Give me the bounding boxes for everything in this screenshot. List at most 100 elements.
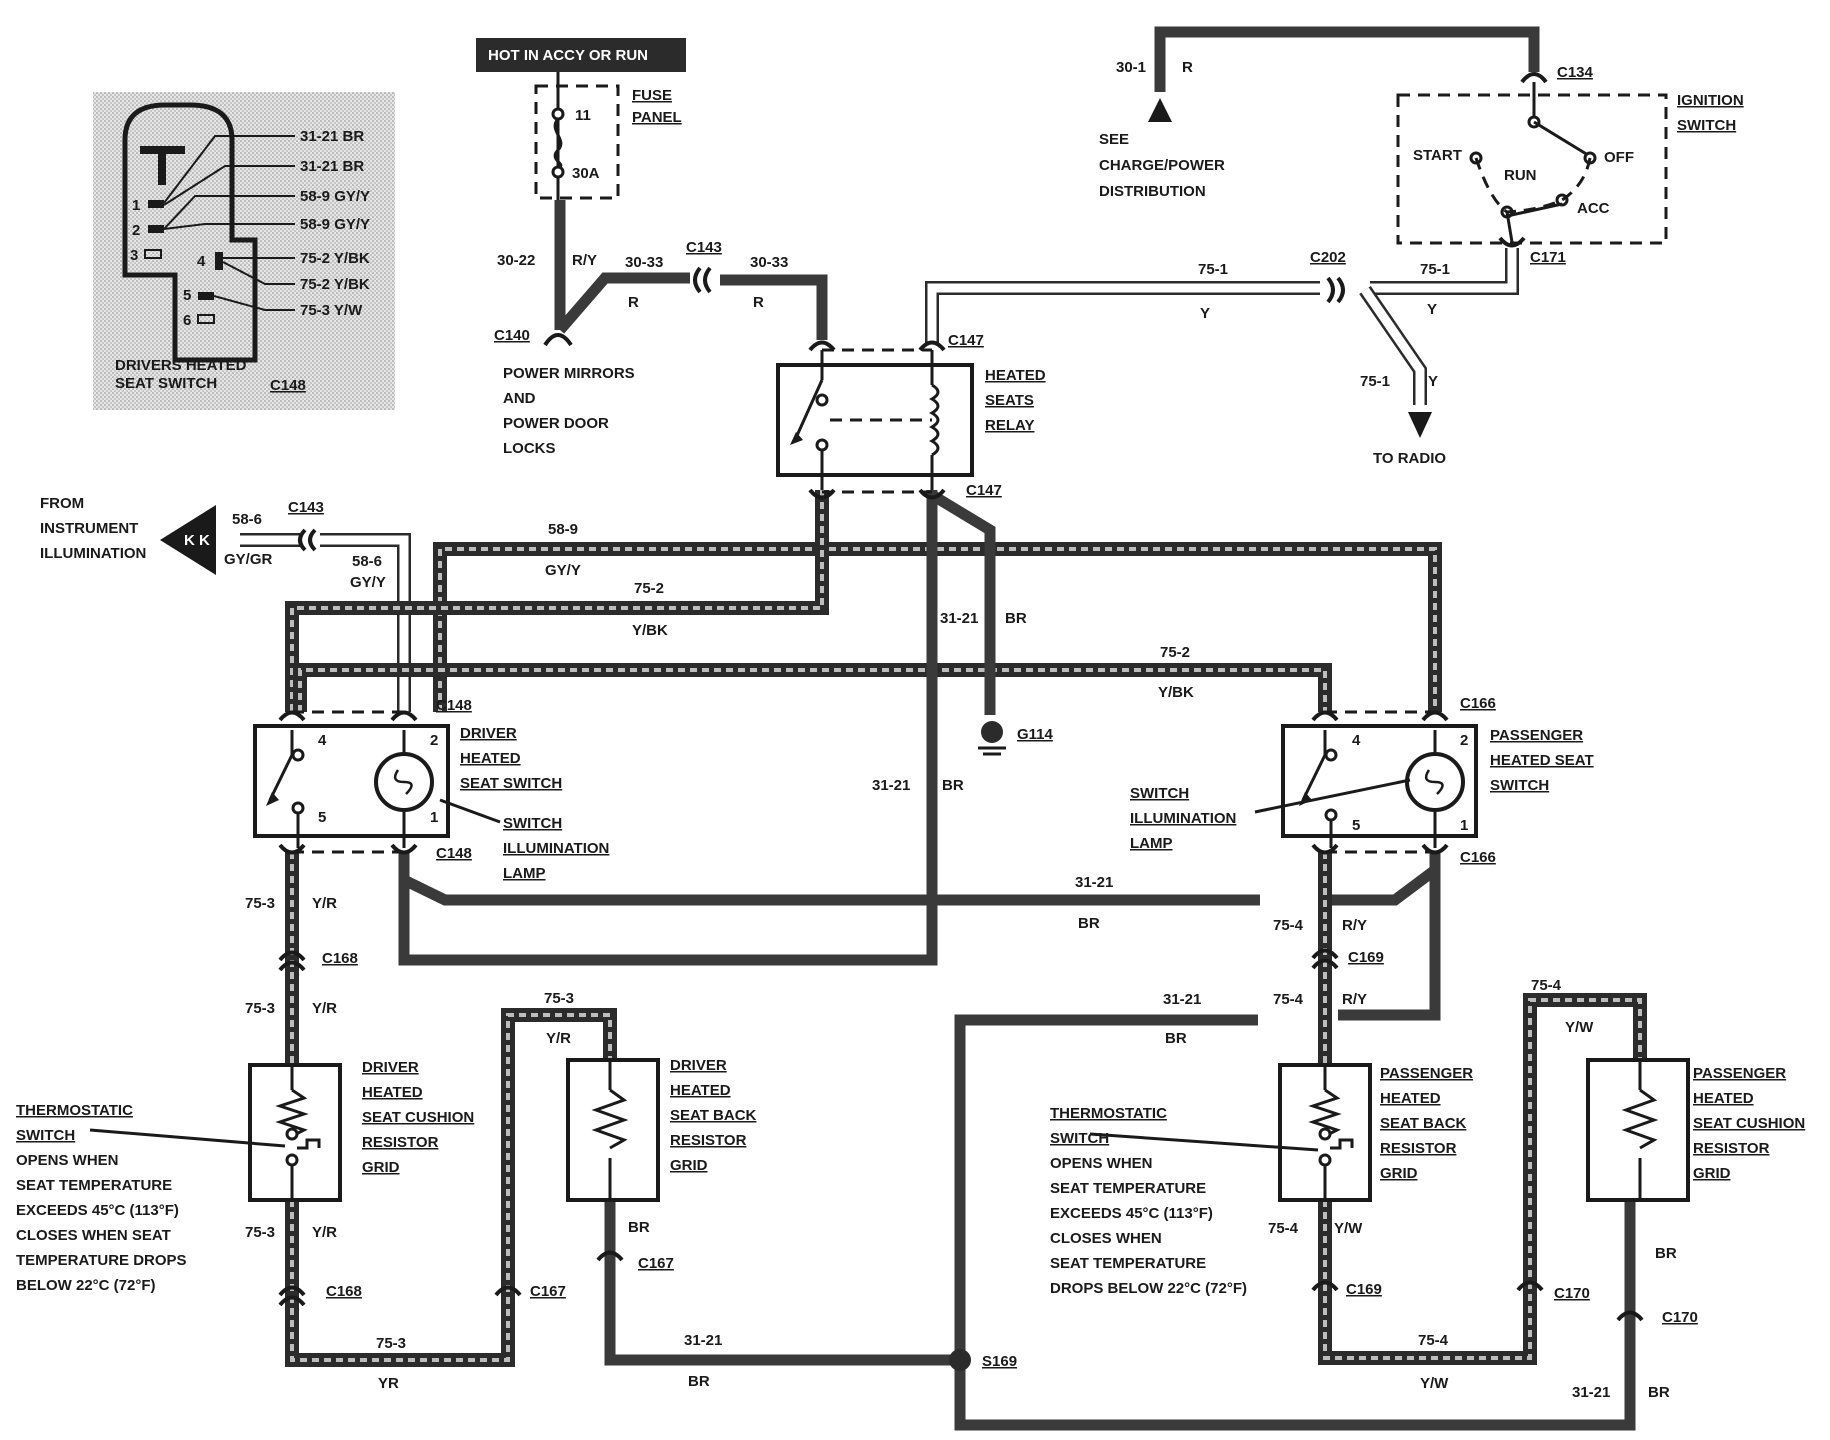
driver-switch-label-1: DRIVER — [460, 725, 517, 742]
passenger-back-label-4: RESISTOR — [1380, 1140, 1457, 1157]
splice-s169: S169 — [949, 1349, 1017, 1371]
inset-pin-4: 4 — [197, 253, 206, 270]
label-75-3-c: 75-3 — [245, 1224, 275, 1241]
label-75-1-a: 75-1 — [1198, 261, 1228, 278]
label-c168-b: C168 — [326, 1283, 362, 1300]
relay-connector-bottom: C147 — [966, 482, 1002, 499]
thermo-right-3: OPENS WHEN — [1050, 1155, 1153, 1172]
label-br-a: BR — [1005, 610, 1027, 627]
instrument-circuit: 58-6 — [232, 511, 262, 528]
label-r-b: R — [753, 294, 764, 311]
instrument-illumination-reference: K K FROM INSTRUMENT ILLUMINATION 58-6 GY… — [40, 495, 324, 575]
thermo-right-8: DROPS BELOW 22°C (72°F) — [1050, 1280, 1247, 1297]
ignition-label-2: SWITCH — [1677, 117, 1736, 134]
charge-circuit: 30-1 — [1116, 59, 1146, 76]
ignition-switch: START RUN OFF ACC IGNITION SWITCH C134 C… — [1396, 64, 1744, 266]
label-br-d: BR — [1165, 1030, 1187, 1047]
driver-cushion-label-1: DRIVER — [362, 1059, 419, 1076]
passenger-switch-label-3: SWITCH — [1490, 777, 1549, 794]
passenger-lamp-label-2: ILLUMINATION — [1130, 810, 1236, 827]
circuit-labels: C140 C143 C202 C168 C168 C167 C167 C169 … — [245, 239, 1698, 1401]
inset-pin-5: 5 — [183, 287, 191, 304]
radio-label: TO RADIO — [1373, 450, 1446, 467]
mirrors-line-4: LOCKS — [503, 440, 556, 457]
power-mirrors-reference: POWER MIRRORS AND POWER DOOR LOCKS — [503, 365, 635, 457]
heated-seats-relay: HEATED SEATS RELAY C147 C147 — [776, 332, 1046, 499]
inset-wire-4: 58-9 GY/Y — [300, 216, 370, 233]
driver-back-label-3: SEAT BACK — [670, 1107, 757, 1124]
label-31-21-f: 31-21 — [1572, 1384, 1610, 1401]
driver-cushion-label-5: GRID — [362, 1159, 400, 1176]
label-31-21-c: 31-21 — [1075, 874, 1113, 891]
fuse-label-2: PANEL — [632, 109, 682, 126]
driver-cushion-label-2: HEATED — [362, 1084, 423, 1101]
thermo-left-5: EXCEEDS 45°C (113°F) — [16, 1202, 179, 1219]
driver-connector-bottom: C148 — [436, 845, 472, 862]
label-br-h: BR — [1655, 1245, 1677, 1262]
label-yr-a: Y/R — [312, 895, 337, 912]
label-br-c: BR — [1078, 915, 1100, 932]
label-c167-b: C167 — [638, 1255, 674, 1272]
passenger-pin-5: 5 — [1352, 817, 1360, 834]
power-source: HOT IN ACCY OR RUN 11 30A FUSE PANEL — [476, 38, 686, 200]
driver-switch-label-3: SEAT SWITCH — [460, 775, 562, 792]
driver-pin-2: 2 — [430, 732, 438, 749]
thermo-right-1: THERMOSTATIC — [1050, 1105, 1167, 1122]
label-75-3-a: 75-3 — [245, 895, 275, 912]
inset-connector-view: 1 2 3 4 5 6 31-21 BR 31-21 BR 58-9 GY/Y … — [93, 92, 395, 410]
label-yw-c: Y/W — [1565, 1019, 1594, 1036]
radio-color: Y — [1428, 373, 1438, 390]
label-y-a: Y — [1200, 305, 1210, 322]
mirrors-line-3: POWER DOOR — [503, 415, 609, 432]
passenger-cushion-label-5: GRID — [1693, 1165, 1731, 1182]
label-br-e: BR — [688, 1373, 710, 1390]
relay-label-2: SEATS — [985, 392, 1034, 409]
inset-wire-6: 75-2 Y/BK — [300, 276, 370, 293]
driver-pin-4: 4 — [318, 732, 327, 749]
label-58-6: 58-6 — [352, 553, 382, 570]
instrument-arrow-glyph: K K — [184, 532, 210, 549]
thermo-right-7: SEAT TEMPERATURE — [1050, 1255, 1206, 1272]
power-header-label: HOT IN ACCY OR RUN — [488, 47, 648, 64]
instrument-line-3: ILLUMINATION — [40, 545, 146, 562]
thermostatic-note-left: THERMOSTATIC SWITCH OPENS WHEN SEAT TEMP… — [16, 1102, 286, 1294]
driver-back-label-1: DRIVER — [670, 1057, 727, 1074]
splice-label: S169 — [982, 1353, 1017, 1370]
label-br-b: BR — [942, 777, 964, 794]
passenger-back-label-5: GRID — [1380, 1165, 1418, 1182]
passenger-switch-label-1: PASSENGER — [1490, 727, 1583, 744]
label-y-b: Y — [1427, 301, 1437, 318]
passenger-back-grid: PASSENGER HEATED SEAT BACK RESISTOR GRID — [1278, 1063, 1473, 1202]
passenger-connector-top: C166 — [1460, 695, 1496, 712]
driver-cushion-grid: DRIVER HEATED SEAT CUSHION RESISTOR GRID — [248, 1059, 474, 1202]
driver-cushion-label-3: SEAT CUSHION — [362, 1109, 474, 1126]
ignition-run: RUN — [1504, 167, 1537, 184]
ignition-acc: ACC — [1577, 200, 1610, 217]
thermo-left-1: THERMOSTATIC — [16, 1102, 133, 1119]
label-gyy-a: GY/Y — [545, 562, 581, 579]
label-31-21-a: 31-21 — [940, 610, 978, 627]
thermo-left-2: SWITCH — [16, 1127, 75, 1144]
inset-wire-1: 31-21 BR — [300, 128, 364, 145]
label-30-22: 30-22 — [497, 252, 535, 269]
label-31-21-d: 31-21 — [1163, 991, 1201, 1008]
ignition-c134: C134 — [1557, 64, 1594, 81]
inset-wire-7: 75-3 Y/W — [300, 302, 363, 319]
label-r-a: R — [628, 294, 639, 311]
thermo-right-5: EXCEEDS 45°C (113°F) — [1050, 1205, 1213, 1222]
charge-color: R — [1182, 59, 1193, 76]
passenger-pin-1: 1 — [1460, 817, 1468, 834]
relay-label-1: HEATED — [985, 367, 1046, 384]
radio-circuit: 75-1 — [1360, 373, 1390, 390]
radio-reference: TO RADIO 75-1 Y — [1360, 373, 1446, 467]
instrument-line-2: INSTRUMENT — [40, 520, 138, 537]
passenger-cushion-label-1: PASSENGER — [1693, 1065, 1786, 1082]
driver-lamp-label-2: ILLUMINATION — [503, 840, 609, 857]
label-yr-c: Y/R — [312, 1224, 337, 1241]
mirrors-line-2: AND — [503, 390, 536, 407]
label-75-3-e: 75-3 — [544, 990, 574, 1007]
thermo-right-2: SWITCH — [1050, 1130, 1109, 1147]
ignition-c171: C171 — [1530, 249, 1566, 266]
driver-cushion-label-4: RESISTOR — [362, 1134, 439, 1151]
thermostatic-note-right: THERMOSTATIC SWITCH OPENS WHEN SEAT TEMP… — [1050, 1105, 1319, 1297]
